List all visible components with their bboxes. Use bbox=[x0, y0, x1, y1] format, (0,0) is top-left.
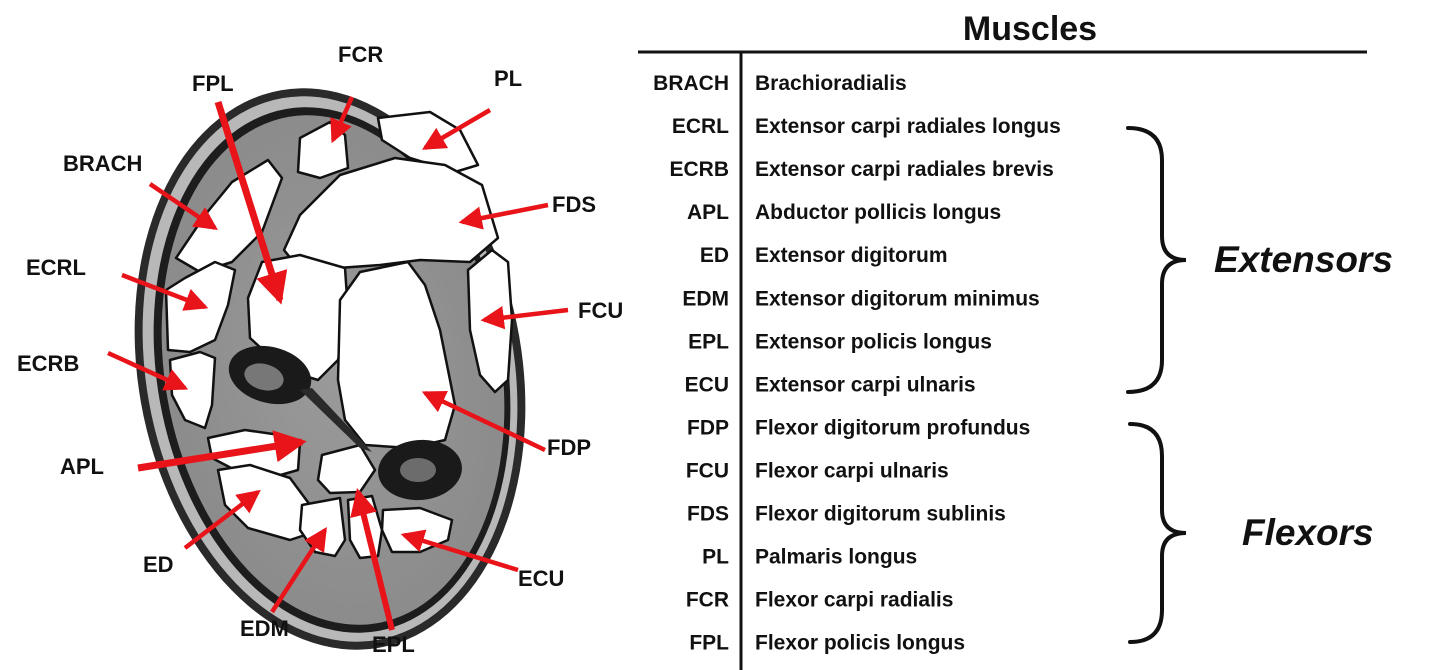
row-abbreviation: APL bbox=[687, 201, 729, 224]
row-abbreviation: PL bbox=[702, 546, 729, 569]
table-title: Muscles bbox=[963, 10, 1097, 48]
row-muscle-name: Extensor carpi radiales longus bbox=[755, 115, 1061, 138]
row-muscle-name: Extensor digitorum bbox=[755, 244, 948, 267]
row-abbreviation: EPL bbox=[688, 330, 729, 353]
forearm-cross-section bbox=[134, 88, 526, 650]
arrow-ed bbox=[183, 489, 261, 550]
extensors-brace bbox=[1126, 126, 1187, 394]
label-fpl: FPL bbox=[192, 71, 234, 96]
extensors-label: Extensors bbox=[1214, 239, 1393, 280]
flexors-label: Flexors bbox=[1242, 512, 1374, 553]
row-abbreviation: ECU bbox=[685, 373, 729, 396]
row-abbreviation: ECRB bbox=[669, 158, 729, 181]
flexors-brace bbox=[1128, 422, 1187, 644]
arrow-ecrl bbox=[121, 272, 209, 311]
bones bbox=[228, 345, 462, 501]
arrow-fcr bbox=[330, 96, 355, 144]
arrow-apl bbox=[137, 430, 307, 472]
arrow-epl bbox=[350, 487, 395, 631]
row-muscle-name: Extensor policis longus bbox=[755, 330, 992, 353]
row-muscle-name: Extensor carpi ulnaris bbox=[755, 373, 976, 396]
row-abbreviation: FDS bbox=[687, 503, 729, 526]
arrows bbox=[107, 96, 569, 631]
row-abbreviation: FCU bbox=[686, 459, 729, 482]
row-abbreviation: FCR bbox=[686, 589, 729, 612]
arrow-edm bbox=[270, 527, 327, 614]
row-muscle-name: Extensor carpi radiales brevis bbox=[755, 158, 1054, 181]
row-abbreviation: FPL bbox=[689, 632, 729, 655]
row-muscle-name: Palmaris longus bbox=[755, 546, 917, 569]
interosseous-membrane bbox=[300, 388, 372, 452]
arrow-brach bbox=[148, 182, 218, 230]
label-fdp: FDP bbox=[547, 435, 591, 460]
label-edm: EDM bbox=[240, 616, 289, 641]
label-apl: APL bbox=[60, 454, 104, 479]
label-ed: ED bbox=[143, 552, 174, 577]
label-fds: FDS bbox=[552, 192, 596, 217]
row-muscle-name: Flexor carpi radialis bbox=[755, 589, 953, 612]
label-ecrl: ECRL bbox=[26, 255, 86, 280]
label-fcr: FCR bbox=[338, 42, 383, 67]
label-fcu: FCU bbox=[578, 298, 623, 323]
radius-marrow bbox=[244, 363, 284, 391]
ulna-marrow bbox=[400, 458, 436, 482]
arrow-fcu bbox=[480, 306, 569, 330]
arrow-fds bbox=[458, 202, 549, 230]
row-muscle-name: Extensor digitorum minimus bbox=[755, 287, 1040, 310]
label-pl: PL bbox=[494, 66, 522, 91]
row-muscle-name: Abductor pollicis longus bbox=[755, 201, 1001, 224]
row-muscle-name: Flexor digitorum profundus bbox=[755, 416, 1030, 439]
row-abbreviation: FDP bbox=[687, 416, 729, 439]
row-muscle-name: Flexor policis longus bbox=[755, 632, 965, 655]
label-epl: EPL bbox=[372, 632, 415, 657]
row-abbreviation: BRACH bbox=[653, 72, 729, 95]
label-brach: BRACH bbox=[63, 151, 142, 176]
row-muscle-name: Flexor carpi ulnaris bbox=[755, 459, 949, 482]
row-abbreviation: EDM bbox=[682, 287, 729, 310]
row-abbreviation: ED bbox=[700, 244, 729, 267]
arrow-pl bbox=[421, 108, 492, 150]
diagram-labels: FCR PL FPL BRACH FDS ECRL FCU ECRB APL F… bbox=[17, 42, 623, 657]
arrow-ecrb bbox=[107, 350, 189, 391]
arrow-ecu bbox=[400, 529, 519, 573]
row-abbreviation: ECRL bbox=[672, 115, 729, 138]
arrow-fpl bbox=[214, 100, 288, 305]
label-ecrb: ECRB bbox=[17, 351, 79, 376]
row-muscle-name: Flexor digitorum sublinis bbox=[755, 503, 1006, 526]
label-ecu: ECU bbox=[518, 566, 564, 591]
arrow-fdp bbox=[421, 390, 546, 453]
row-muscle-name: Brachioradialis bbox=[755, 72, 907, 95]
